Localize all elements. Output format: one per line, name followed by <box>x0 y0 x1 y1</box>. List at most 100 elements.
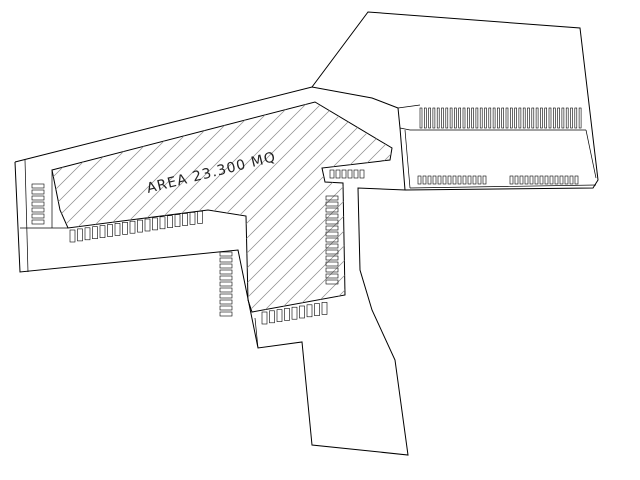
parking-stall <box>457 175 462 185</box>
parking-stall <box>447 175 452 185</box>
parking-stall <box>544 175 549 185</box>
parking-stall <box>441 107 444 129</box>
parking-stall <box>219 293 233 299</box>
parking-stall <box>99 225 106 238</box>
parking-stall <box>539 175 544 185</box>
hatch-line <box>620 60 640 360</box>
parking-stall <box>284 308 290 321</box>
parking-stall <box>428 107 431 129</box>
parking-stall <box>335 169 341 179</box>
parking-stall <box>261 311 268 325</box>
hatch-line <box>52 102 141 312</box>
area-hatching <box>0 60 640 360</box>
parking-stall <box>31 189 45 195</box>
parking-stall <box>509 175 514 185</box>
parking-stall <box>531 107 535 129</box>
hatch-line <box>52 102 66 312</box>
parking-stall <box>548 107 552 129</box>
parking-stall <box>321 302 328 315</box>
hatch-line <box>530 60 640 360</box>
parking-stall <box>467 175 472 185</box>
parking-stall <box>219 257 233 263</box>
parking-stall <box>522 107 526 129</box>
parking-stall <box>31 213 45 219</box>
parking-stall <box>462 175 467 185</box>
parking-stall <box>559 175 564 185</box>
parking-stall <box>565 107 569 129</box>
parking-stall <box>219 269 233 275</box>
parking-stall <box>471 107 474 129</box>
parking-stall <box>524 175 529 185</box>
parking-stall <box>535 107 539 129</box>
parking-stall <box>427 175 432 185</box>
parking-stall <box>544 107 548 129</box>
hatch-line <box>349 102 392 312</box>
parking-stall <box>449 107 453 129</box>
parking-stall <box>31 207 45 213</box>
parking-stall <box>325 237 339 243</box>
parking-stall <box>454 107 457 129</box>
parking-stall <box>31 201 45 207</box>
parking-stall <box>325 273 339 279</box>
hatch-line <box>590 60 640 360</box>
parking-stall <box>325 261 339 267</box>
hatch-line <box>560 60 640 360</box>
hatch-line <box>515 60 640 360</box>
parking-stall <box>540 107 543 129</box>
parking-stall <box>514 107 517 129</box>
hatch-line <box>605 60 640 360</box>
hatch-line <box>500 60 640 360</box>
parking-stall <box>325 219 339 225</box>
hatch-line <box>52 102 186 312</box>
parking-stall <box>341 169 347 179</box>
parking-stall <box>445 107 449 129</box>
parking-stall <box>422 175 427 185</box>
hatch-line <box>0 60 5 360</box>
parking-stall <box>501 107 505 129</box>
parking-stall <box>219 251 233 257</box>
parking-stall <box>419 107 423 129</box>
parking-stall <box>552 107 556 129</box>
parking-stall <box>514 175 519 185</box>
area-label: AREA 23.300 MQ <box>145 149 278 197</box>
parking-stall <box>432 175 437 185</box>
parking-stalls <box>31 107 582 325</box>
parking-stall <box>557 107 560 129</box>
hatch-line <box>52 102 231 312</box>
parking-stall <box>325 267 339 273</box>
hatch-line <box>52 102 276 312</box>
parking-stall <box>219 275 233 281</box>
hatch-line <box>545 60 640 360</box>
parking-stall <box>325 195 339 201</box>
site-boundary <box>14 11 599 456</box>
parking-stall <box>578 107 582 129</box>
parking-stall <box>325 255 339 261</box>
parking-stall <box>325 231 339 237</box>
hatch-line <box>485 60 640 360</box>
parking-stall <box>306 304 313 318</box>
parking-stall <box>325 225 339 231</box>
parking-stall <box>137 219 143 233</box>
building-area: AREA 23.300 MQ <box>0 60 640 360</box>
parking-stall <box>475 107 479 129</box>
hatch-line <box>575 60 640 360</box>
parking-stall <box>509 107 513 129</box>
parking-stall <box>219 299 233 305</box>
parking-stall <box>479 107 483 129</box>
parking-stall <box>484 107 487 129</box>
hatch-line <box>304 102 392 312</box>
hatch-line <box>52 102 126 312</box>
parking-stall <box>219 311 233 317</box>
parking-stall <box>437 175 442 185</box>
parking-stall <box>570 107 573 129</box>
hatch-line <box>410 60 640 360</box>
parking-stall <box>314 303 320 316</box>
parking-stall <box>219 281 233 287</box>
parking-stall <box>442 175 447 185</box>
parking-stall <box>182 213 188 226</box>
hatch-line <box>52 102 111 312</box>
parking-stall <box>325 201 339 207</box>
parking-stall <box>219 305 233 311</box>
parking-stall <box>423 107 427 129</box>
